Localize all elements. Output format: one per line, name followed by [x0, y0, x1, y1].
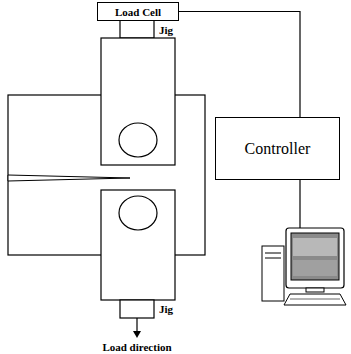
upper-pin — [119, 123, 157, 157]
upper-jig — [120, 20, 154, 38]
load-arrow — [136, 318, 137, 333]
load-cell-box: Load Cell — [97, 2, 179, 21]
lower-jig — [120, 300, 154, 318]
monitor-stand — [306, 288, 324, 292]
node-text: Controller — [245, 140, 311, 158]
keyboard-keys — [290, 299, 340, 300]
upper-grip — [101, 38, 175, 165]
jig-label: Jig — [159, 303, 173, 315]
lower-pin — [119, 196, 157, 230]
node-text: Load Cell — [115, 6, 161, 18]
monitor — [286, 228, 344, 288]
drive-slot — [265, 258, 281, 259]
specimen-notch — [8, 175, 130, 181]
load-arrowhead — [133, 331, 141, 338]
signal-wire — [179, 12, 300, 118]
controller-box: Controller — [215, 117, 340, 180]
screen-content — [293, 260, 337, 276]
screen-content — [293, 238, 337, 256]
drive-slot — [265, 253, 281, 254]
computer-wire — [299, 180, 300, 228]
computer-tower — [262, 246, 284, 301]
monitor-screen — [291, 233, 339, 280]
jig-label: Jig — [159, 24, 173, 36]
keyboard — [284, 294, 346, 305]
load-direction-label: Load direction — [102, 341, 171, 353]
lower-grip — [101, 190, 175, 300]
